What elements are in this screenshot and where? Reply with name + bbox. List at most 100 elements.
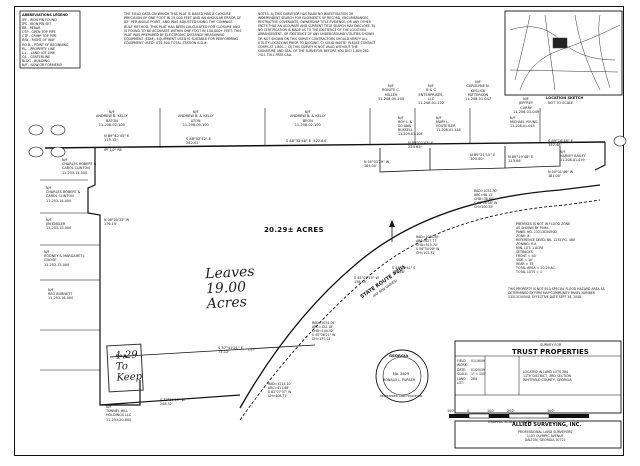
iron-pin-label-2: OTP [248,348,255,352]
title-block-cell: 01/16/09 [471,359,485,363]
left-parcel-lines [40,179,100,371]
owner-left-4: N/F RODNEY & MARGARET J. GILOSE 11-253-1… [44,250,86,267]
bearing-6: N 00°03'29" W 165.00' [364,160,390,169]
handwritten-keep-note: 1.29 To Keep [115,349,143,384]
bearing-mid: S 44°13'41" E 136.48' [392,266,416,275]
bearing-7: N 89°19'48" E 113.08' [508,155,534,164]
surveyor-seal [375,349,429,403]
scale-caption: GRAPHIC SCALE - 100 FEET [488,420,535,424]
owner-top-2: N/F ANDREW B. & KELLY ATON 11-208-00-100 [178,110,214,127]
curve-3: RAD=1031.04' ARC=122.18' CHD=144.52' S 4… [312,321,336,341]
scale-tick-label: 100' [447,409,455,413]
legend-item: OTP - OPEN TOP PIPE [22,30,56,35]
location-sketch-title: LOCATION SKETCH [546,96,584,100]
seal-subtitle: REGISTERED LAND SURVEYOR [380,394,423,398]
location-sketch-map [509,14,621,91]
top-parcel-lines [159,108,541,148]
legend-item: IPF - IRON PIN FOUND [22,18,57,22]
title-block-rows: FIELD WORK:01/16/09DRAWN BY:RLPDATE: 01/2… [457,359,619,385]
title-heading: SURVEY FOR [540,343,562,347]
legend-item: R/W - RIGHT OF WAY [22,38,55,43]
lot-number-circles [28,124,627,158]
title-block-row: LAND LOT:284DISTRICT:11TH [457,377,619,386]
title-block-cell: FIELD WORK: [457,359,468,368]
title-block-cell: 1" = 100' [471,372,486,377]
owner-top-6: N/F CAROLYNE N. KESLICK PATTERSON 11-208… [465,80,492,102]
surveyor-notes: NOTES: A) THIS SURVEYOR HAS MADE NO INVE… [258,12,376,57]
inner-parcel-3 [504,146,561,169]
legend-box [19,10,81,69]
seal-number: No. 2629 [393,372,410,376]
acreage-label: 20.29± ACRES [264,226,324,234]
pob-label: P.O.B. [116,354,128,358]
graphic-scale-bar [449,413,589,419]
curve-2: RAD=1033.65' ARC=627.77' CHD=510.70' S 5… [416,235,440,255]
bearing-2: S 88°52'42" E 242.01' [186,137,211,146]
inner-parcel-1 [379,148,431,173]
curve-4: RAD=1214.10' ARC=411.68' S 62°07'37" W C… [268,382,292,398]
title-block-cell: LAND LOT: [457,376,466,386]
title-block-cell: 284 [471,376,477,381]
firm-name: ALLIED SURVEYING, INC. [512,422,582,428]
owner-inner-4: N/F HARVEY BAILEY 11-208-01-039 [560,150,586,163]
field-data-note: THE FIELD DATA ON WHICH THIS PLAT IS BAS… [124,12,242,46]
legend-item: P.L. - PROPERTY LINE [22,46,55,51]
title-client: TRUST PROPERTIES [512,348,589,356]
east-boundary-line [594,142,606,171]
title-block-cell: DATE: [457,367,467,372]
curve-1: RAD=1051.30' ARC=98.12' CHD=38.60' S 41°… [474,189,498,209]
owner-left-5: N/F REO BURNETT 11-253-16-000 [48,288,74,301]
firm-block-box [454,420,622,449]
legend-item: L.L. - LAND LOT LINE [22,50,55,55]
location-sketch-box [504,10,623,96]
state-route-north-line [239,184,601,409]
firm-sub: PROFESSIONAL LAND SURVEYORS 1103 OLYMPIC… [518,430,573,442]
bearing-10: S 37°41'21" E 73.12' [218,346,243,355]
scale-tick-label: 200' [507,409,515,413]
legend-item: CTP - CRIMP TOP PIPE [22,34,57,39]
legend-item: IPS - IRON PIN SET [22,22,52,27]
title-block-row: DATE:01/20/09CHECKED BY:RLP [457,368,619,372]
legend-item: RB - REBAR [22,26,41,31]
north-boundary-line [44,141,606,149]
owner-top-4: N/F RONITE C. MILLER 11-208-00-100 [378,84,405,101]
bearing-12: N 08°00'33" W 176.14' [104,218,130,227]
title-block-cell: 01/20/09 [471,367,485,372]
bearing-11: S 72°25'15" W 248.32' [160,398,185,407]
title-block-row: FIELD WORK:01/16/09DRAWN BY:RLP [457,359,619,368]
owner-inner-3: N/F MICHAEL YOUNG 11-208-01-045 [510,116,538,129]
handwritten-leaves-note: Leaves 19.00 Acres [204,263,255,313]
owner-inner-1: N/F ROY L. & SO ANN RUSSELL 11-209-01-10… [398,116,423,137]
bearing-8: S 89°16'48" E 197.48' [548,139,573,148]
south-boundary-line [99,394,241,406]
bearing-1: N 89°42'45" E 115.12' [104,134,130,143]
legend-item: N/F - NOW OR FORMERLY [22,63,63,68]
owner-inner-2: N/F MARY L. HOSTETLER 11-208-01-148 [436,116,461,133]
owner-top-1: N/F ANDREW B. KELLY BATON 11-208-02-100 [96,110,128,127]
bearing-5: N 89°21'15" E 100.00' [470,153,496,162]
west-boundary-line [87,148,141,406]
scale-tick-label: 0 [467,409,470,413]
title-block-row: SCALE:1" = 100'JOB NO.:09-016 [457,372,619,376]
bearing-3: S 88°32'48" E 522.64' [286,139,327,143]
bearing-9: N 00°01'46" W 181.00' [548,170,574,179]
keep-note-box [106,343,144,393]
scale-tick-label: 100' [487,409,495,413]
north-arrow [389,220,395,242]
owner-left-2: N/F CHARLES ROBERT & CAROL CLINTON 11-25… [46,186,81,203]
title-block-box [454,340,622,414]
zoning-notes: PREMISES IS NOT IN FLOOD ZONE AS SHOWN B… [516,222,575,274]
bearing-mid2: S 45°01'15" W 138.89' [354,276,379,285]
title-location: LOCATED IN LAND LOTS 284 11TH DISTRICT, … [523,370,572,382]
iron-pin-label-1: IPF 1/2" RB [104,148,122,152]
title-block-cell: SCALE: [457,372,468,377]
owner-left-3: N/F JIM ENSLER 11-253-15-000 [46,218,72,231]
owner-top-3: N/F ANDREW B. & KELLY BEON 11-208-02-100 [290,110,326,127]
seal-state: GEORGIA [389,353,409,358]
seal-name: RONALD L. PURSER [383,378,416,382]
bearing-4: N 89°02'43" E 224.63' [408,141,434,150]
scale-tick-label: 300' [547,409,555,413]
